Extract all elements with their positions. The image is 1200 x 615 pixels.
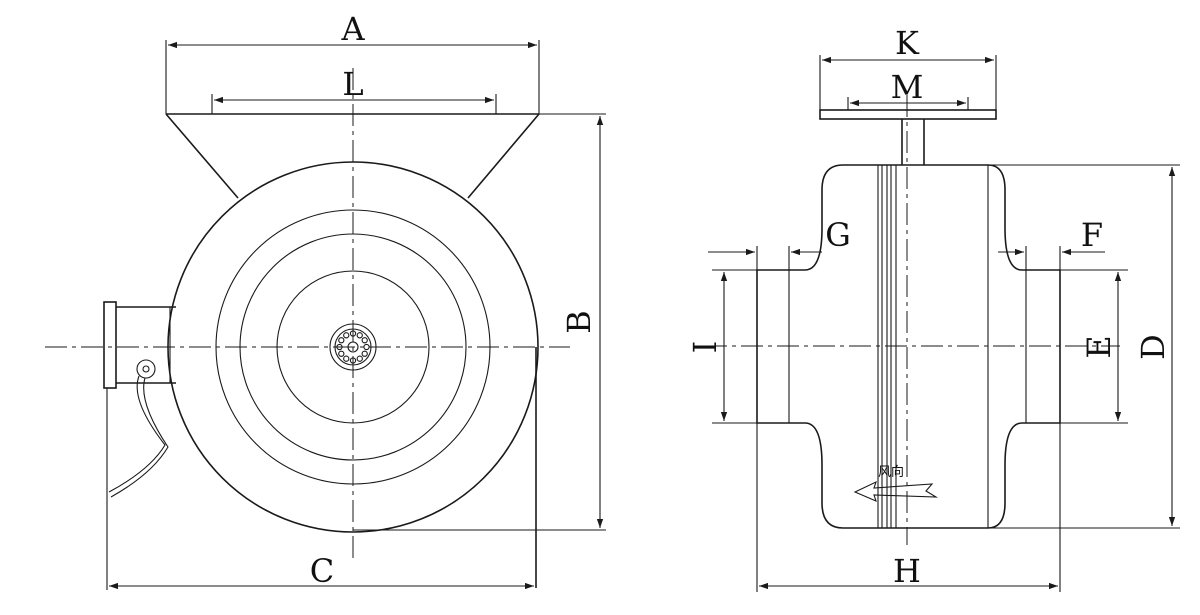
- label-A: A: [340, 10, 365, 48]
- top-flange: [819, 109, 997, 165]
- label-B: B: [560, 310, 598, 334]
- outer-housing-circle: [167, 161, 539, 533]
- airflow-arrow-icon: [853, 480, 939, 502]
- hub-hole: [361, 337, 368, 344]
- cable-gland-icon: [136, 359, 156, 379]
- inner-ring-2: [239, 233, 467, 461]
- hub-hole: [343, 332, 350, 339]
- hub-hole: [338, 337, 345, 344]
- hub-hole: [336, 343, 343, 351]
- inner-ring-1: [215, 209, 491, 485]
- label-D: D: [1134, 334, 1172, 360]
- hub-hole: [343, 355, 350, 362]
- hub-hole: [349, 357, 357, 364]
- motor-hub: [329, 323, 377, 371]
- top-hopper: [165, 113, 540, 199]
- hub-hole: [338, 350, 345, 357]
- label-E: E: [1080, 335, 1118, 358]
- label-H: H: [893, 552, 921, 590]
- label-I: I: [686, 341, 724, 354]
- label-F: F: [1081, 216, 1103, 254]
- front-view: A L B C: [45, 10, 606, 590]
- center-strip: [877, 165, 897, 528]
- label-L: L: [342, 65, 363, 103]
- power-cable: [108, 375, 166, 493]
- hub-hole: [356, 355, 363, 362]
- label-G: G: [825, 216, 851, 254]
- label-M: M: [891, 68, 924, 106]
- impeller-circle: [276, 270, 430, 424]
- side-inlet-flange: [103, 301, 176, 498]
- hub-hole: [363, 343, 370, 351]
- hub-hole: [361, 350, 368, 357]
- label-C: C: [310, 552, 334, 590]
- hub-hole: [349, 330, 357, 337]
- side-view: 风向: [686, 24, 1180, 592]
- hub-hole: [356, 332, 363, 339]
- label-K: K: [895, 24, 920, 62]
- airflow-label: 风向: [878, 464, 904, 480]
